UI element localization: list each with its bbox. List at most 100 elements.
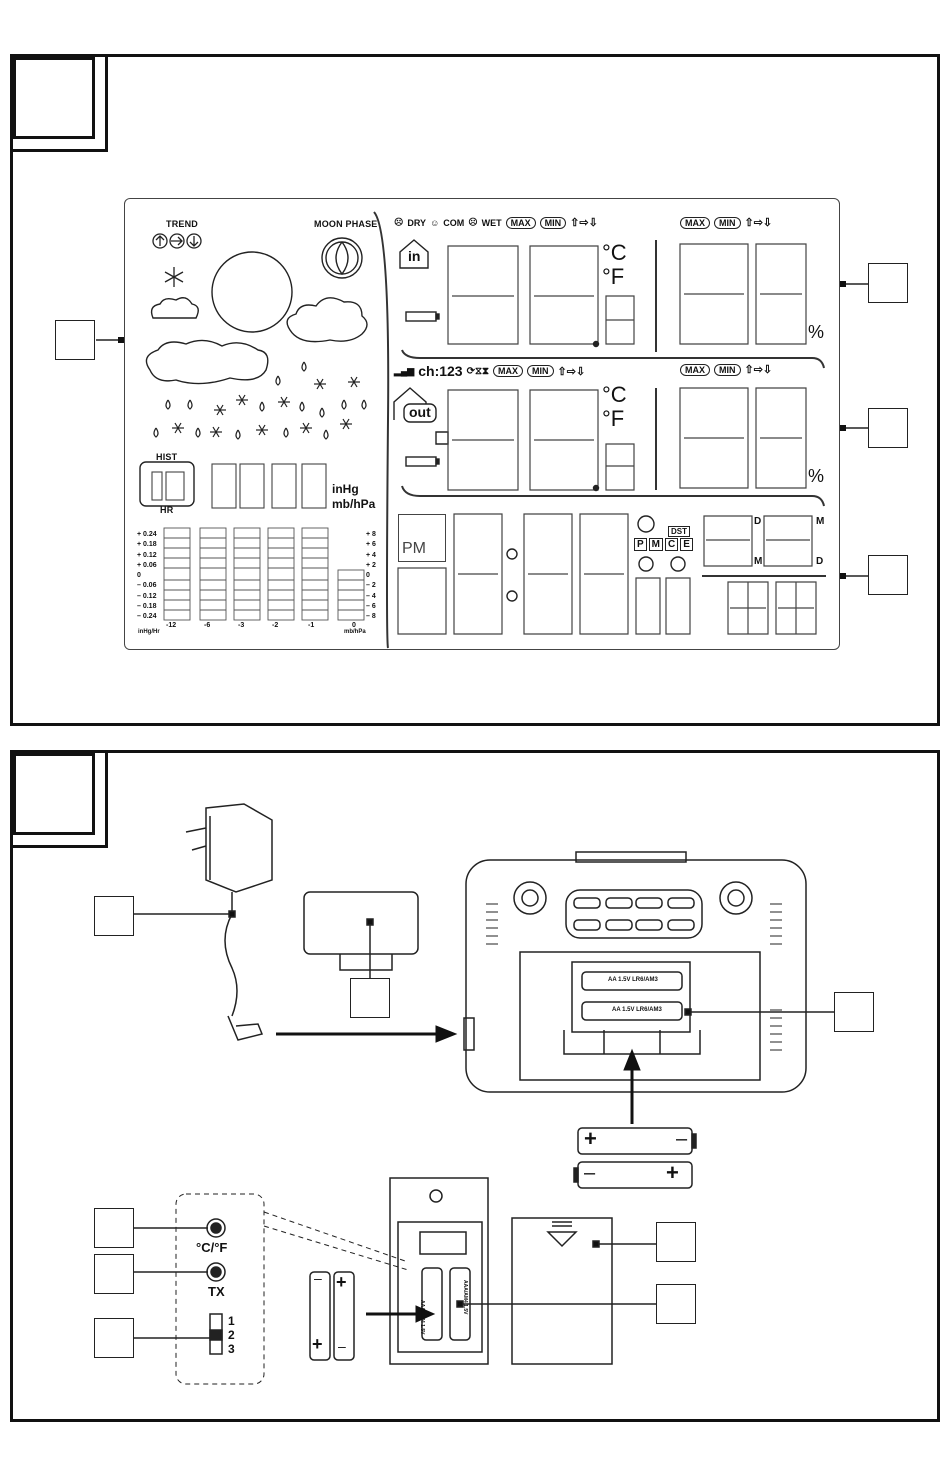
- tx-label: TX: [208, 1284, 225, 1299]
- callout-box-clock: [868, 555, 908, 595]
- cloud-icons: [145, 297, 368, 385]
- hist-left-tick: – 0.24: [137, 613, 157, 621]
- aaa-battery-1-minus: –: [314, 1270, 322, 1286]
- outdoor-label: out: [409, 404, 431, 420]
- callout-box-cover: [350, 978, 390, 1018]
- outdoor-percent-unit: %: [808, 466, 825, 486]
- pressure-digits: [151, 463, 327, 509]
- indoor-humidity-header: MAX MIN ⇧⇨⇩: [680, 216, 772, 229]
- indoor-celsius-unit: °C: [602, 240, 627, 265]
- hist-right-tick: – 8: [366, 613, 376, 621]
- inhg-hr-label: inHg/Hr: [138, 629, 160, 635]
- inhg-label: inHg: [332, 482, 359, 496]
- outdoor-trend-icons: ⇧⇨⇩: [557, 365, 586, 378]
- trend-arrows-icon: [152, 233, 202, 249]
- channel-scroll-icon: ⟳⧖⧗: [466, 365, 490, 377]
- base-station-back: [463, 851, 807, 1093]
- switch-position-3: 3: [228, 1342, 235, 1356]
- outdoor-house-icon: [393, 387, 427, 420]
- hist-right-tick: 0: [366, 572, 370, 580]
- callout-box-indoor: [868, 263, 908, 303]
- date-d-bottom: D: [816, 556, 824, 567]
- callout-box-adapter: [94, 896, 134, 936]
- indoor-hum-max-badge: MAX: [680, 216, 710, 229]
- aaa-battery-2-plus: +: [336, 1272, 347, 1292]
- hist-right-tick: + 6: [366, 541, 376, 549]
- switch-position-2: 2: [228, 1328, 235, 1342]
- indoor-hum-min-badge: MIN: [714, 216, 741, 229]
- hr-label: HR: [160, 505, 174, 515]
- indoor-hum-trend-icons: ⇧⇨⇩: [744, 217, 773, 229]
- hist-hour-tick: -2: [272, 622, 279, 629]
- alarm2-icon: [670, 556, 686, 572]
- moon-phase-icon: [321, 237, 363, 279]
- outdoor-fahrenheit-unit: °F: [602, 406, 625, 431]
- callout-box-forecast: [55, 320, 95, 360]
- hist-hour-tick: -6: [204, 622, 211, 629]
- hist-left-tick: – 0.06: [137, 582, 157, 590]
- date-m-top: M: [816, 516, 825, 527]
- indoor-header-row: ☹DRY ☺COM ☹WET MAX MIN ⇧⇨⇩: [394, 216, 598, 229]
- aaa-battery-1: [309, 1271, 331, 1361]
- hist-right-tick: + 4: [366, 551, 376, 559]
- hist-hour-tick: -1: [308, 622, 315, 629]
- hist-left-tick: + 0.18: [137, 541, 157, 549]
- hist-hour-tick: -3: [238, 622, 245, 629]
- indoor-min-badge: MIN: [539, 216, 567, 229]
- outdoor-min-badge: MIN: [527, 365, 554, 377]
- raindrop-icons: [153, 361, 367, 440]
- hist-right-tick: – 2: [366, 582, 376, 590]
- wet-label: WET: [481, 217, 502, 228]
- outdoor-hum-trend-icons: ⇧⇨⇩: [744, 364, 773, 376]
- outdoor-hum-min-badge: MIN: [714, 363, 741, 376]
- callout-box-sensor-batteries: [656, 1284, 696, 1324]
- code-e: E: [680, 538, 693, 551]
- hist-left-scale: + 0.24 + 0.18 + 0.12 + 0.06 0 – 0.06 – 0…: [137, 530, 157, 623]
- snowflake-icon: [164, 267, 184, 287]
- indoor-max-badge: MAX: [505, 216, 536, 229]
- outdoor-header-row: ▂▄▆ ch:123 ⟳⧖⧗ MAX MIN ⇧⇨⇩: [394, 363, 585, 379]
- radio-signal-icon: [637, 515, 655, 533]
- sensor-battery-cover: [511, 1217, 613, 1365]
- figure-2-frame: [10, 750, 940, 1422]
- figure-1-tab-number: [13, 57, 95, 139]
- hist-left-tick: – 0.12: [137, 592, 157, 600]
- channel-label: ch:123: [418, 363, 463, 379]
- hist-left-tick: – 0.18: [137, 603, 157, 611]
- pm-label: PM: [402, 540, 426, 557]
- celsius-fahrenheit-label: °C/°F: [196, 1240, 228, 1255]
- aaa-battery-2: [333, 1271, 355, 1361]
- date-d-top: D: [754, 516, 762, 527]
- indoor-house-icon: [399, 239, 429, 269]
- code-p: P: [634, 538, 647, 551]
- hist-box: [139, 461, 195, 507]
- callout-box-channel-switch: [94, 1318, 134, 1358]
- indoor-fahrenheit-unit: °F: [602, 264, 625, 289]
- dry-label: DRY: [407, 217, 427, 228]
- hist-hour-tick: -12: [166, 622, 177, 629]
- hist-left-tick: + 0.24: [137, 531, 157, 538]
- figure-2-tab-number: [13, 753, 95, 835]
- hist-left-tick: + 0.06: [137, 561, 157, 569]
- indoor-percent-unit: %: [808, 322, 825, 342]
- dst-label: DST: [668, 526, 690, 537]
- sensor-battery-label-1: AAA/AM4 1.5V: [419, 1300, 425, 1335]
- indoor-trend-icons: ⇧⇨⇩: [570, 217, 598, 229]
- lcd-display-outline: [124, 198, 840, 650]
- outdoor-max-badge: MAX: [493, 365, 524, 377]
- aaa-battery-2-minus: –: [338, 1338, 346, 1354]
- hist-right-tick: – 6: [366, 603, 376, 611]
- battery-1-minus: –: [676, 1128, 688, 1150]
- code-c: C: [665, 538, 679, 551]
- adapter-cover-icon: [303, 891, 419, 971]
- switch-positions: 1 2 3: [228, 1314, 235, 1356]
- base-battery-label-1: AA 1.5V LR6/AM3: [608, 977, 658, 983]
- callout-box-outdoor: [868, 408, 908, 448]
- callout-box-sensor-cover: [656, 1222, 696, 1262]
- hist-hour-tick: 0: [352, 622, 356, 629]
- hist-right-scale: + 8 + 6 + 4 + 2 0 – 2 – 4 – 6 – 8: [366, 530, 376, 623]
- hist-left-tick: 0: [137, 572, 141, 580]
- switch-position-1: 1: [228, 1314, 235, 1328]
